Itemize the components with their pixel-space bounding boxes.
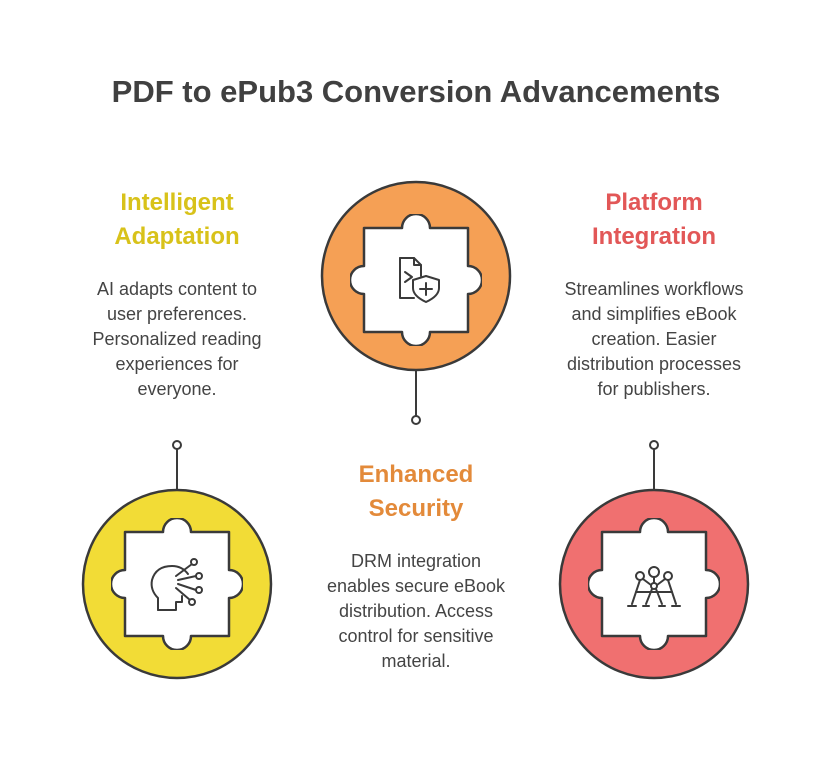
page-title: PDF to ePub3 Conversion Advancements <box>111 74 721 109</box>
integration-heading: Platform Integration <box>554 186 754 254</box>
document-shield-icon <box>399 257 440 303</box>
integration-desc-line-3: creation. Easier <box>591 329 717 349</box>
ai-brain-icon <box>150 558 203 611</box>
integration-desc-line-1: Streamlines workflows <box>564 279 744 299</box>
adaptation-desc-line-4: experiences for <box>115 354 239 374</box>
integration-description: Streamlines workflows and simplifies eBo… <box>529 277 779 402</box>
network-structure-icon <box>627 566 681 607</box>
security-heading: Enhanced Security <box>316 458 516 526</box>
adaptation-heading: Intelligent Adaptation <box>77 186 277 254</box>
security-heading-line-1: Enhanced <box>358 461 474 488</box>
security-desc-line-3: distribution. Access <box>338 601 494 621</box>
adaptation-node <box>81 488 273 680</box>
security-heading-line-2: Security <box>368 495 464 522</box>
security-desc-line-2: enables secure eBook <box>326 576 506 596</box>
adaptation-description: AI adapts content to user preferences. P… <box>57 277 297 402</box>
adaptation-desc-line-2: user preferences. <box>106 304 248 324</box>
security-desc-line-1: DRM integration <box>350 551 482 571</box>
integration-heading-line-1: Platform <box>605 189 703 216</box>
integration-node <box>558 488 750 680</box>
adaptation-desc-line-1: AI adapts content to <box>96 279 258 299</box>
connector-yellow <box>172 440 182 494</box>
connector-red <box>649 440 659 494</box>
security-description: DRM integration enables secure eBook dis… <box>296 549 536 674</box>
integration-desc-line-2: and simplifies eBook <box>571 304 737 324</box>
integration-desc-line-5: for publishers. <box>597 379 711 399</box>
adaptation-desc-line-3: Personalized reading <box>92 329 262 349</box>
adaptation-heading-line-2: Adaptation <box>114 223 240 250</box>
integration-desc-line-4: distribution processes <box>566 354 742 374</box>
security-node <box>320 180 512 372</box>
integration-heading-line-2: Integration <box>592 223 716 250</box>
adaptation-heading-line-1: Intelligent <box>120 189 234 216</box>
security-desc-line-5: material. <box>381 651 451 671</box>
adaptation-desc-line-5: everyone. <box>137 379 217 399</box>
security-desc-line-4: control for sensitive <box>338 626 494 646</box>
